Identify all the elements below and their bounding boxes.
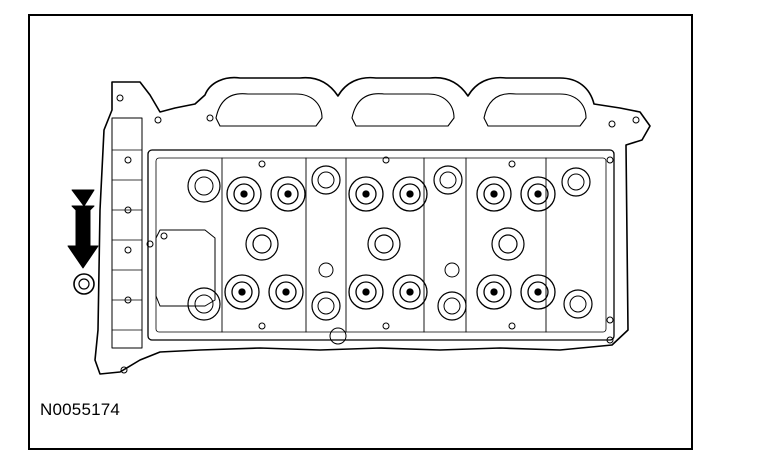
spark-plug-tube bbox=[252, 234, 272, 254]
bearing-boss bbox=[187, 169, 221, 203]
spark-plug-tube bbox=[367, 227, 401, 261]
spark-plug-tube bbox=[498, 234, 518, 254]
indicated-bolt bbox=[73, 273, 95, 295]
intake-port-outline bbox=[215, 93, 587, 127]
spark-plug-tube bbox=[374, 234, 394, 254]
valve-spring bbox=[226, 176, 262, 212]
bearing-boss bbox=[569, 295, 587, 313]
upper-valve-row bbox=[187, 165, 591, 212]
valve-spring bbox=[392, 274, 428, 310]
bearing-boss bbox=[317, 297, 335, 315]
valve-spring bbox=[520, 274, 556, 310]
bearing-boss bbox=[194, 176, 214, 196]
bearing-boss bbox=[567, 173, 585, 191]
spark-plug-tubes bbox=[245, 227, 525, 261]
valve-spring bbox=[392, 176, 428, 212]
valve-spring bbox=[348, 274, 384, 310]
front-cover-ribs bbox=[111, 149, 143, 331]
valve-deck bbox=[147, 149, 615, 341]
bearing-boss bbox=[563, 289, 593, 319]
front-cover-face bbox=[111, 117, 143, 349]
valve-spring bbox=[224, 274, 260, 310]
oil-passage bbox=[444, 262, 460, 278]
spark-plug-tube bbox=[491, 227, 525, 261]
mounting-holes bbox=[116, 94, 640, 374]
valve-spring bbox=[268, 274, 304, 310]
valve-spring bbox=[270, 176, 306, 212]
bearing-boss bbox=[311, 291, 341, 321]
spark-plug-tube bbox=[245, 227, 279, 261]
bearing-webs bbox=[221, 157, 547, 333]
bearing-boss bbox=[443, 297, 461, 315]
bearing-boss bbox=[187, 287, 221, 321]
bearing-boss bbox=[317, 171, 335, 189]
down-arrow-icon bbox=[67, 189, 99, 269]
lower-valve-row bbox=[187, 262, 593, 345]
bearing-boss bbox=[437, 291, 467, 321]
figure-id-label: N0055174 bbox=[40, 400, 121, 419]
bearing-boss bbox=[194, 294, 214, 314]
valve-spring bbox=[520, 176, 556, 212]
valve-spring bbox=[476, 274, 512, 310]
valve-spring bbox=[476, 176, 512, 212]
figure-frame bbox=[28, 14, 693, 450]
head-outline bbox=[94, 76, 651, 375]
bearing-boss bbox=[439, 171, 457, 189]
bearing-boss bbox=[433, 165, 463, 195]
oil-passage bbox=[318, 262, 334, 278]
oil-passage bbox=[329, 327, 347, 345]
bearing-boss bbox=[311, 165, 341, 195]
valve-spring bbox=[348, 176, 384, 212]
bearing-boss bbox=[561, 167, 591, 197]
timing-chain-cavity bbox=[155, 229, 216, 307]
